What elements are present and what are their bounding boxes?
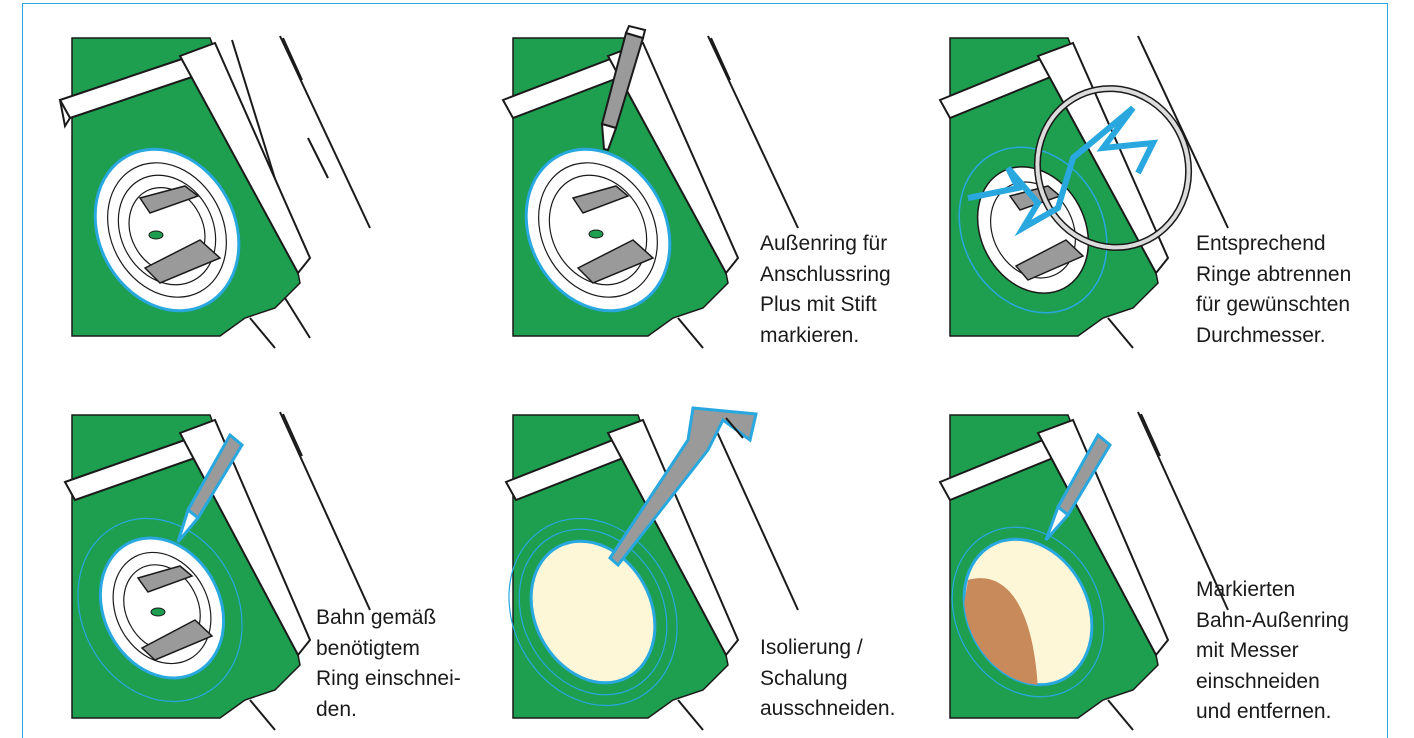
- step-5-caption: Isolierung / Schalung ausschneiden.: [760, 636, 896, 720]
- step-4-caption: Bahn gemäß benötigtem Ring einschnei- de…: [316, 606, 461, 721]
- connection-ring: [77, 517, 243, 703]
- wooden-batten: [938, 418, 1170, 657]
- illustration-frame: [22, 3, 1388, 738]
- detached-ring-icon: [967, 85, 1193, 251]
- cutter-knife-icon: [1044, 432, 1112, 541]
- step-6-caption: Markierten Bahn-Außenring mit Messer ein…: [1196, 578, 1349, 723]
- saw-icon: [608, 406, 758, 568]
- step-4-illustration: [63, 400, 371, 731]
- membrane-cutout: [948, 526, 1105, 700]
- step-2-caption: Außenring für Anschlussring Plus mit Sti…: [760, 232, 891, 347]
- step-1-illustration: [58, 18, 371, 349]
- marker-pen-icon: [600, 24, 647, 152]
- cutter-knife-icon: [176, 432, 244, 543]
- wooden-batten: [504, 418, 740, 657]
- step-6-illustration: [928, 400, 1229, 731]
- wooden-batten: [58, 41, 312, 275]
- insulation-cutout: [508, 517, 678, 707]
- step-3-illustration: [928, 18, 1229, 349]
- step-5-illustration: [498, 400, 799, 731]
- step-2-illustration: [498, 18, 799, 349]
- connection-ring: [93, 147, 241, 313]
- connection-ring: [524, 147, 672, 313]
- step-3-caption: Entsprechend Ringe abtrennen für gewünsc…: [1196, 232, 1352, 347]
